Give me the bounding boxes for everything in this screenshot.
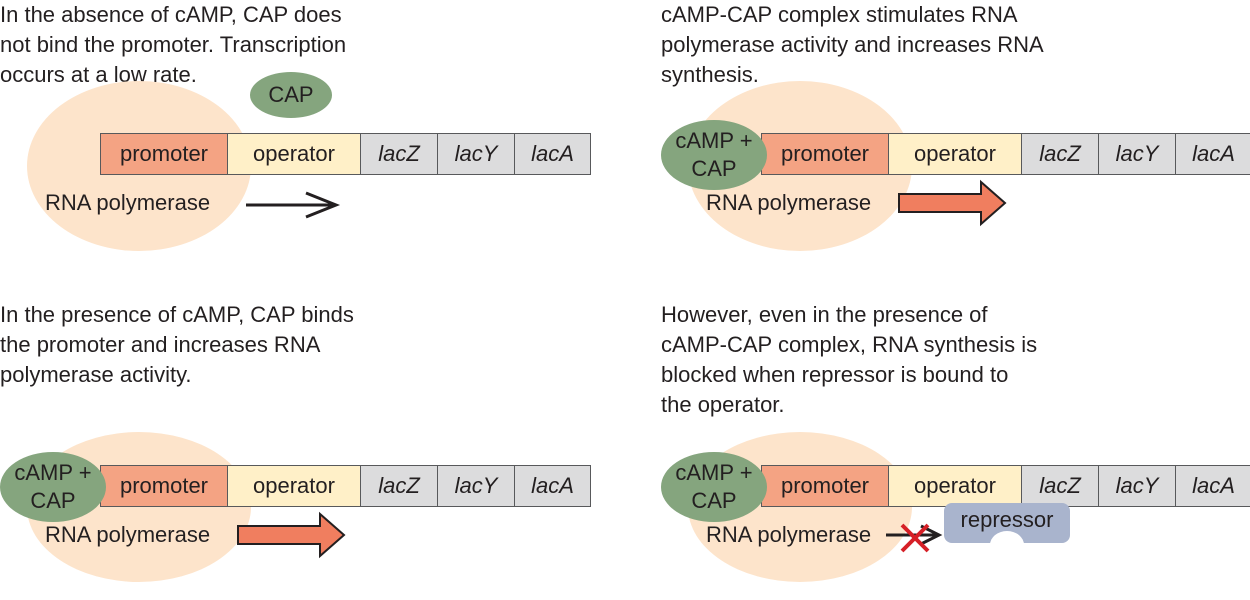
promoter-region: promoter [762,466,889,506]
rna-polymerase-label: RNA polymerase [45,522,211,547]
promoter-region: promoter [762,134,889,174]
low-transcription-arrow [246,191,341,219]
camp-cap-complex: cAMP + CAP [0,452,106,522]
panel-camp-present: In the presence of cAMP, CAP binds the p… [0,300,625,600]
rna-polymerase-label: RNA polymerase [45,190,211,215]
gene-lacz: lacZ [361,466,438,506]
rna-polymerase-label: RNA polymerase [706,190,872,215]
panel-repressor-blocks: However, even in the presence of cAMP-CA… [661,300,1250,600]
gene-lacz: lacZ [1022,134,1099,174]
caption: However, even in the presence of cAMP-CA… [661,302,1038,417]
operator-region: operator [228,466,361,506]
gene-lacz: lacZ [1022,466,1099,506]
gene-lacy: lacY [1099,466,1176,506]
caption: In the presence of cAMP, CAP binds the p… [0,302,354,387]
camp-cap-complex: cAMP + CAP [661,452,767,522]
lac-operon: promoter operator lacZ lacY lacA [761,133,1250,175]
rna-polymerase-label: RNA polymerase [706,522,872,547]
camp-cap-label: cAMP + CAP [675,128,753,181]
high-transcription-arrow [898,179,1007,227]
operator-region: operator [889,134,1022,174]
gene-lacy: lacY [438,134,515,174]
gene-laca: lacA [515,466,590,506]
gene-laca: lacA [1176,134,1250,174]
operator-region: operator [889,466,1022,506]
panel-no-camp: In the absence of cAMP, CAP does not bin… [0,0,625,300]
camp-cap-label: cAMP + CAP [675,460,753,513]
lac-operon: promoter operator lacZ lacY lacA [100,133,591,175]
repressor-binding-notch [990,531,1024,559]
cap-label: CAP [268,82,314,107]
promoter-region: promoter [101,466,228,506]
camp-cap-label: cAMP + CAP [14,460,92,513]
lac-operon: promoter operator lacZ lacY lacA [100,465,591,507]
caption: In the absence of cAMP, CAP does not bin… [0,2,347,87]
repressor-label: repressor [960,507,1054,532]
promoter-region: promoter [101,134,228,174]
gene-lacy: lacY [1099,134,1176,174]
operator-region: operator [228,134,361,174]
gene-lacy: lacY [438,466,515,506]
block-x-icon [900,523,930,553]
gene-laca: lacA [515,134,590,174]
lac-operon: promoter operator lacZ lacY lacA [761,465,1250,507]
cap-protein: CAP [250,72,332,118]
gene-laca: lacA [1176,466,1250,506]
gene-lacz: lacZ [361,134,438,174]
repressor-protein: repressor [944,503,1070,559]
caption: cAMP-CAP complex stimulates RNA polymera… [661,2,1044,87]
camp-cap-complex: cAMP + CAP [661,120,767,190]
high-transcription-arrow [237,511,346,559]
panel-camp-cap-stimulates: cAMP-CAP complex stimulates RNA polymera… [661,0,1250,300]
